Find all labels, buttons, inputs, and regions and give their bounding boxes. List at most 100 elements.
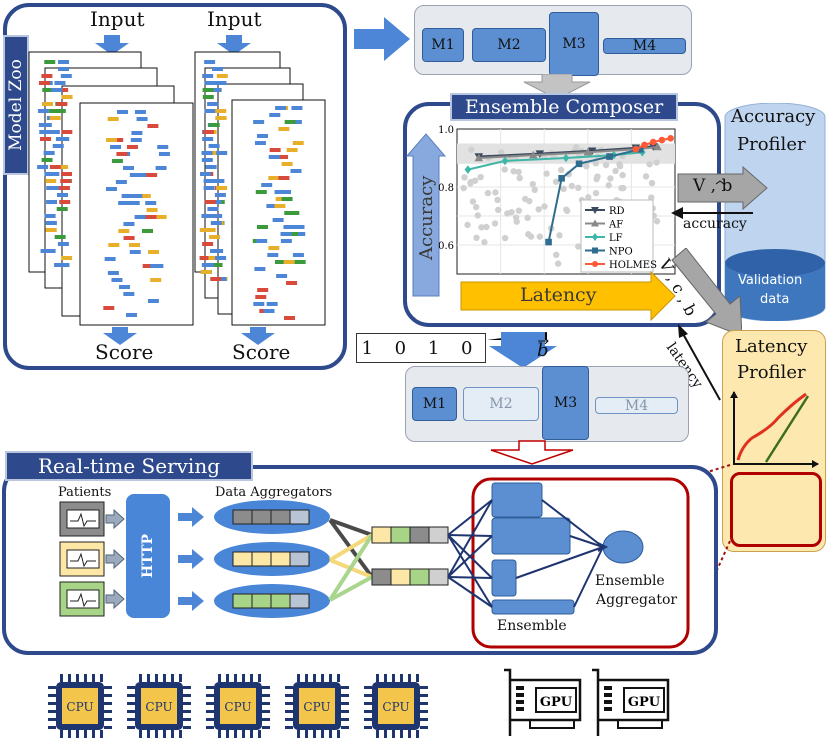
patient-monitor-2 (59, 541, 105, 577)
aggregator-cell (232, 593, 253, 609)
background-point (524, 214, 531, 222)
background-point (648, 194, 655, 201)
background-point (527, 233, 535, 240)
background-point (646, 161, 653, 168)
models-to-composer-arrow (523, 74, 591, 100)
background-point (495, 206, 502, 214)
background-point (478, 224, 485, 231)
background-point (508, 208, 515, 216)
patient-monitor-1 (59, 501, 105, 537)
zoo-to-models-arrow (354, 17, 410, 61)
background-point (648, 179, 656, 187)
latency-profiler-slot (730, 472, 822, 547)
series-point-holmes (632, 146, 640, 153)
background-point (607, 175, 614, 182)
model-m4-top: M4 (603, 38, 686, 54)
legend-marker-npo (592, 247, 598, 254)
background-point (515, 207, 523, 214)
gpu-label: GPU (540, 695, 573, 710)
model-m3-selected: M3 (542, 366, 589, 440)
model-m1-top: M1 (422, 28, 464, 62)
background-point (653, 218, 661, 225)
b-vector-label: b (537, 340, 549, 361)
series-point-holmes (667, 134, 674, 142)
background-point (522, 195, 529, 203)
background-point (474, 212, 482, 219)
background-point (501, 166, 508, 173)
legend-marker-holmes (592, 261, 598, 267)
bitvector-box: 1 0 1 0 (356, 333, 486, 363)
background-point (585, 194, 592, 201)
background-point (494, 196, 501, 204)
accuracy-profiler-title-1: Accuracy (731, 106, 816, 127)
queue-cell (409, 568, 430, 586)
cpu-chip-icon: CPU (285, 674, 349, 738)
legend-marker-af (591, 219, 599, 227)
y-tick-label: 0.8 (438, 183, 454, 194)
background-point (619, 171, 626, 179)
latency-return-arrow (678, 324, 721, 401)
background-point (653, 159, 660, 166)
background-point (543, 170, 550, 177)
patients-label: Patients (58, 485, 112, 500)
background-point (468, 146, 475, 153)
background-point (575, 243, 582, 250)
legend-marker-lf (592, 233, 598, 241)
serving-pipeline (59, 477, 690, 649)
score-label-left: Score (95, 340, 154, 364)
background-point (553, 251, 560, 259)
vb-label: V , b (693, 176, 733, 196)
model-graphs-illustration (28, 35, 326, 345)
model-zoo-title: Model Zoo (3, 35, 29, 175)
accuracy-axis-arrow (405, 133, 447, 297)
background-point (602, 161, 610, 169)
realtime-serving-title: Real-time Serving (5, 451, 253, 481)
background-point (477, 173, 484, 181)
legend-label-npo: NPO (609, 247, 633, 258)
background-point (484, 189, 492, 197)
accuracy-axis-label: Accuracy (416, 175, 437, 260)
background-point (491, 220, 499, 227)
model-m1-selected: M1 (412, 387, 457, 421)
background-point (464, 221, 471, 229)
queue-cell (371, 568, 392, 586)
background-point (461, 174, 468, 181)
aggregator-cell (232, 509, 253, 525)
composer-to-selected-arrow (487, 332, 557, 368)
background-point (568, 182, 576, 190)
cpu-chip-icon: CPU (364, 674, 428, 738)
accuracy-profiler-title-2: Profiler (737, 134, 806, 155)
patient-monitor-3 (59, 581, 105, 617)
legend-label-rd: RD (609, 206, 625, 217)
y-tick-label: 1.0 (438, 125, 454, 136)
background-point (573, 144, 580, 151)
latency-profiler-title-1: Latency (735, 336, 808, 357)
input-label-right: Input (207, 7, 262, 31)
http-block (126, 494, 170, 618)
series-point-npo (636, 146, 644, 153)
background-point (554, 260, 562, 267)
background-point (472, 203, 480, 211)
queue-cell (371, 526, 392, 544)
cpu-label: CPU (303, 700, 330, 714)
model-m2-selected: M2 (463, 387, 539, 421)
series-point-holmes (641, 141, 648, 149)
background-point (510, 168, 517, 175)
latency-axis-arrow (460, 270, 676, 322)
gpu-label: GPU (628, 695, 661, 710)
b-vector-arrowhead (538, 337, 549, 344)
vcb-arrow (671, 248, 742, 337)
background-point (592, 189, 600, 197)
cpu-chip-icon: CPU (206, 674, 270, 738)
queue-cell (428, 526, 449, 544)
score-label-right: Score (232, 340, 291, 364)
background-point (460, 184, 467, 192)
series-point-af (583, 147, 593, 156)
background-point (552, 178, 560, 185)
background-point (531, 186, 538, 194)
model-m4-selected: M4 (595, 397, 678, 414)
aggregator-cell (251, 551, 272, 567)
background-point (515, 168, 522, 176)
ensemble-label: Ensemble (497, 618, 567, 634)
legend-label-holmes: HOLMES (609, 260, 657, 271)
